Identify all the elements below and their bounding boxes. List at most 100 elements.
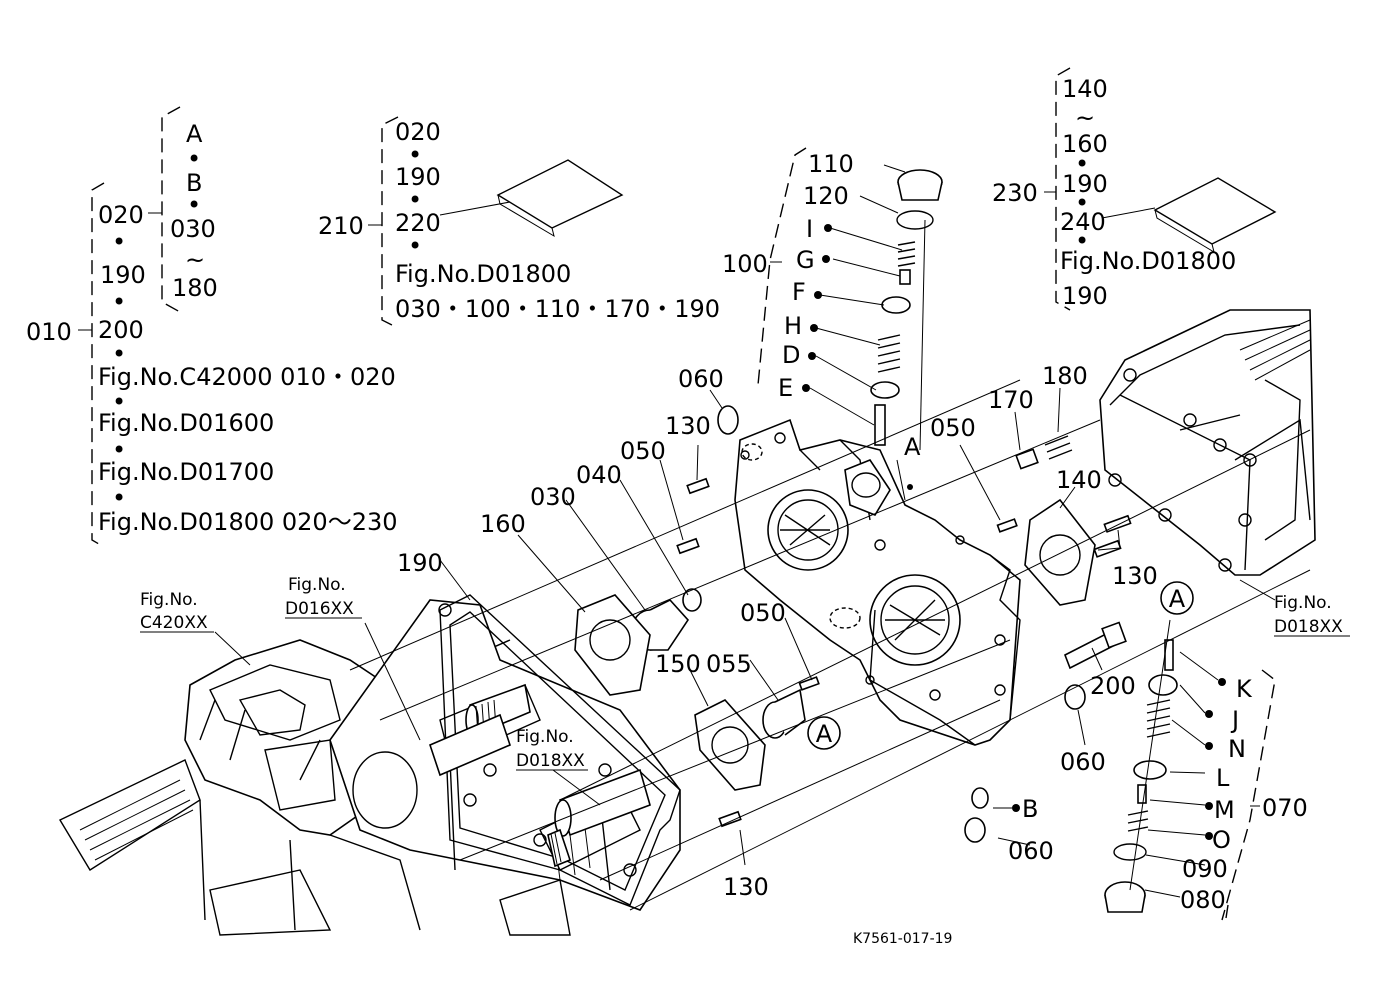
callout-J: J (1230, 706, 1239, 734)
ref-d018-right-line-1: Fig.No. (1274, 593, 1332, 613)
circled-A-marker-1: A (807, 716, 841, 750)
group-010-line-7: Fig.No.D01800 020～230 (98, 508, 398, 536)
document-icon-230 (1153, 177, 1277, 254)
callout-D: D (782, 341, 800, 369)
shafts-drawing (429, 683, 651, 868)
ref-d018-right-line-2: D018XX (1274, 617, 1343, 637)
callout-060-a: 060 (678, 365, 724, 393)
group-010-line-6: Fig.No.D01700 (98, 458, 274, 486)
callout-A: A (904, 433, 921, 461)
callout-090: 090 (1182, 855, 1228, 883)
callout-K: K (1236, 675, 1253, 703)
callout-070: 070 (1262, 794, 1308, 822)
callout-G: G (796, 246, 815, 274)
ref-c420-line-1: Fig.No. (140, 590, 198, 610)
callout-130-a: 130 (665, 412, 711, 440)
ref-d018-left-line-1: Fig.No. (516, 727, 574, 747)
group-020-line-2: B (186, 169, 202, 197)
callout-100: 100 (722, 250, 768, 278)
group-230-line-1: 140 (1062, 75, 1108, 103)
leader-dots (802, 224, 1226, 840)
separator-dot: • (112, 340, 126, 368)
group-020-line-4: ~ (185, 246, 205, 274)
group-210-line-4: Fig.No.D01800 (395, 260, 571, 288)
separator-dot: • (112, 288, 126, 316)
separator-dot: • (112, 436, 126, 464)
group-010-line-2: 190 (100, 261, 146, 289)
callout-I: I (806, 215, 813, 243)
group-230-line-3: 160 (1062, 130, 1108, 158)
callout-170: 170 (988, 386, 1034, 414)
separator-dot: • (112, 388, 126, 416)
ref-c420-line-2: C420XX (140, 613, 208, 633)
callout-H: H (784, 312, 802, 340)
callout-B: B (1022, 795, 1038, 823)
group-210-line-5: 030・100・110・170・190 (395, 295, 720, 323)
circled-A-label: A (816, 720, 833, 748)
group-210-line-3: 220 (395, 209, 441, 237)
callout-190: 190 (397, 549, 443, 577)
callout-L: L (1216, 764, 1230, 792)
gasket-190-drawing (439, 594, 681, 906)
group-010: 010 020 • 190 • 200 • Fig.No.C42000 010・… (26, 120, 398, 536)
separator-dot: • (112, 484, 126, 512)
callout-E: E (778, 374, 793, 402)
callout-F: F (792, 278, 806, 306)
callout-040: 040 (576, 461, 622, 489)
separator-dot: • (408, 232, 422, 260)
group-230-line-5: 240 (1060, 208, 1106, 236)
separator-dot: • (1075, 189, 1089, 217)
callout-080: 080 (1180, 886, 1226, 914)
callout-O: O (1212, 826, 1231, 854)
callout-230: 230 (992, 179, 1038, 207)
group-230-line-7: 190 (1062, 282, 1108, 310)
callout-N: N (1228, 735, 1246, 763)
ref-d016-line-2: D016XX (285, 599, 354, 619)
separator-dot: • (187, 191, 201, 219)
callout-200: 200 (1090, 672, 1136, 700)
callout-210: 210 (318, 212, 364, 240)
callout-055: 055 (706, 650, 752, 678)
group-230-line-6: Fig.No.D01800 (1060, 247, 1236, 275)
callout-180: 180 (1042, 362, 1088, 390)
group-210-line-2: 190 (395, 163, 441, 191)
group-020-line-5: 180 (172, 274, 218, 302)
callout-150: 150 (655, 650, 701, 678)
ref-d018-left-line-2: D018XX (516, 751, 585, 771)
callout-060-b: 060 (1060, 748, 1106, 776)
group-230-line-4: 190 (1062, 170, 1108, 198)
callout-050-b: 050 (930, 414, 976, 442)
separator-dot: • (1075, 227, 1089, 255)
callout-050-a: 050 (620, 437, 666, 465)
callout-160: 160 (480, 510, 526, 538)
group-230: 230 140 ~ 160 • 190 • 240 • Fig.No.D0180… (992, 75, 1236, 310)
drawing-id: K7561-017-19 (853, 931, 952, 947)
rear-housing-drawing (1099, 309, 1316, 576)
circled-A-label: A (1169, 585, 1186, 613)
ref-d016-line-1: Fig.No. (288, 575, 346, 595)
group-210-line-1: 020 (395, 118, 441, 146)
group-210: 210 020 • 190 • 220 • Fig.No.D01800 030・… (318, 118, 720, 323)
group-230-line-2: ~ (1075, 104, 1095, 132)
callout-010: 010 (26, 318, 72, 346)
callout-130-c: 130 (723, 873, 769, 901)
separator-dot: • (408, 186, 422, 214)
circled-A-marker-2: A (1160, 581, 1194, 615)
callout-120: 120 (803, 182, 849, 210)
document-icon-210 (496, 159, 624, 238)
group-010-line-1: 020 (98, 201, 144, 229)
separator-dot: • (112, 228, 126, 256)
callout-130-b: 130 (1112, 562, 1158, 590)
center-housing-drawing (734, 418, 1021, 746)
group-brackets (78, 67, 1276, 921)
callout-140: 140 (1056, 466, 1102, 494)
separator-dot: • (1075, 150, 1089, 178)
group-020-line-1: A (186, 120, 203, 148)
small-parts-drawing (574, 169, 1178, 913)
group-020-line-3: 030 (170, 215, 216, 243)
callout-060-c: 060 (1008, 837, 1054, 865)
group-010-line-4: Fig.No.C42000 010・020 (98, 363, 396, 391)
group-010-line-5: Fig.No.D01600 (98, 409, 274, 437)
